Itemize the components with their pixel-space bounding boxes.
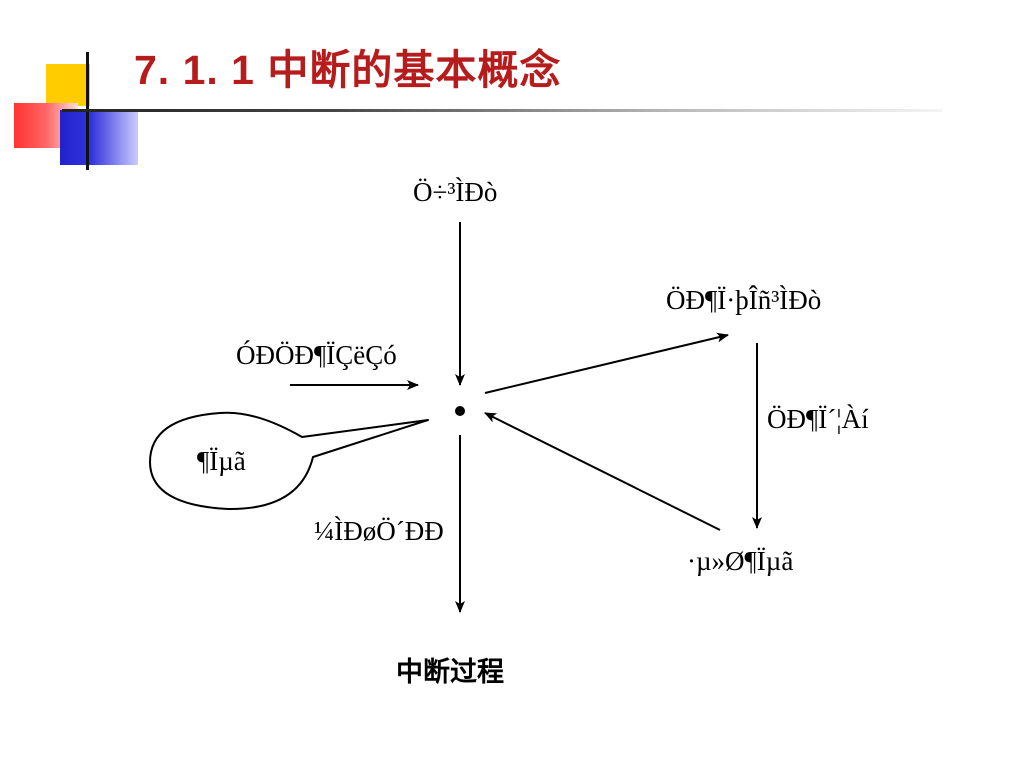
header-decoration-yellow-block — [46, 64, 90, 106]
label-main-program: Ö÷³ÌÐò — [413, 177, 498, 207]
header-decoration-blue-block — [60, 110, 138, 165]
breakpoint-dot — [455, 406, 465, 416]
header-rule — [62, 109, 942, 112]
arrow-return-to-breakpoint — [484, 412, 721, 531]
breakpoint-callout-bubble — [149, 411, 429, 511]
label-interrupt-processing: ÖÐ¶Ï´¦Àí — [767, 404, 869, 434]
arrow-to-service-routine — [484, 332, 729, 394]
label-service-routine: ÖÐ¶Ï·þÎñ³ÌÐò — [666, 285, 822, 315]
label-interrupt-request: ÓÐÖÐ¶ÏÇëÇó — [236, 340, 397, 370]
slide-title: 7. 1. 1 中断的基本概念 — [134, 47, 562, 93]
label-breakpoint: ¶Ïµã — [197, 446, 246, 476]
label-return-breakpoint: ·µ»Ø¶Ïµã — [687, 546, 794, 576]
label-interrupt-process: 中断过程 — [396, 657, 504, 688]
label-continue-execution: ¼ÌÐøÖ´ÐÐ — [314, 516, 444, 546]
